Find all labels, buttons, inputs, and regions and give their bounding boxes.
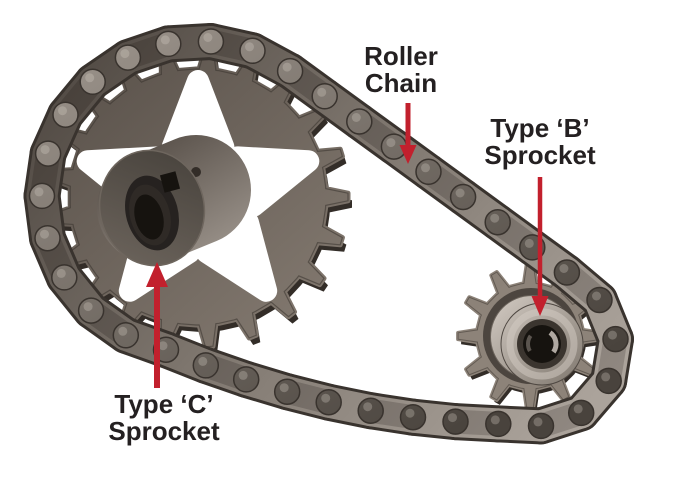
chain-pin-highlight (592, 291, 601, 301)
type-b-hub-polish-ring (506, 308, 578, 380)
type-b-hub (483, 288, 584, 386)
chain-pin-highlight (160, 35, 170, 45)
chain-pin-highlight (83, 302, 93, 312)
chain-pin-highlight (238, 370, 248, 380)
chain-pin (239, 37, 266, 65)
chain-pin (28, 182, 56, 210)
keyway (159, 171, 181, 193)
chain-pin-highlight (40, 229, 49, 239)
chain-pin (192, 352, 220, 379)
chain-pin (197, 28, 225, 55)
chain-pin (52, 101, 79, 128)
roller-chain (23, 23, 634, 445)
chain-pin (399, 403, 427, 431)
chain-pin-highlight (203, 33, 213, 42)
arrow-type-b-head (531, 296, 549, 316)
type-b-bore-highlight (525, 327, 559, 361)
annotation-arrows (146, 103, 549, 388)
chain-pin-highlight (282, 62, 292, 72)
chain-pin-highlight (317, 87, 327, 97)
chain-pin (79, 68, 106, 96)
chain-pin (315, 388, 342, 416)
type-c-bore-depth (134, 194, 164, 240)
chain-pin (442, 408, 469, 435)
arrow-roller-chain-head (399, 145, 417, 164)
chain-pin-highlight (405, 408, 415, 418)
chain-pin-highlight (601, 372, 611, 382)
chain-pin (273, 378, 301, 405)
chain-pin-highlight (321, 393, 331, 403)
label-type-c-sprocket: Type ‘C’ Sprocket (108, 391, 219, 445)
chain-pin (415, 158, 442, 186)
chain-pin (112, 322, 140, 349)
type-b-bore-reflection (526, 328, 558, 360)
label-roller-chain-line2: Chain (364, 68, 438, 98)
label-roller-chain-line1: Roller (364, 41, 438, 71)
arrow-type-c (146, 262, 168, 388)
chain-pin (595, 367, 622, 395)
label-type-c-line1: Type ‘C’ (114, 389, 214, 419)
chain-pin (485, 410, 512, 438)
chain-pin (484, 208, 511, 236)
chain-pin-highlight (455, 188, 465, 198)
chain-pin (276, 57, 304, 85)
chain-pin-highlight (34, 187, 44, 197)
chain-pin-highlight (118, 326, 128, 336)
chain-pin-highlight (386, 138, 396, 148)
chain-pin-highlight (158, 341, 168, 351)
spoke-window (195, 211, 278, 302)
label-type-b-line1: Type ‘B’ (490, 113, 590, 143)
arrow-type-b (531, 177, 549, 316)
label-type-b-line2: Sprocket (484, 140, 596, 170)
chain-pin (567, 399, 595, 427)
chain-pin-highlight (490, 213, 500, 223)
arrow-type-c-head (146, 262, 168, 287)
machinery (23, 23, 634, 445)
chain-pin (114, 44, 142, 71)
chain-pin-highlight (58, 106, 67, 116)
chain-pin (449, 183, 477, 211)
label-type-c-line2: Sprocket (108, 416, 220, 446)
chain-pin-highlight (559, 264, 569, 273)
chain-pin (77, 297, 105, 324)
label-type-b-sprocket: Type ‘B’ Sprocket (484, 115, 595, 169)
chain-pin (527, 412, 555, 440)
chain-pin-highlight (245, 42, 254, 52)
label-roller-chain: Roller Chain (364, 43, 438, 97)
chain-pin-highlight (524, 238, 534, 248)
chain-pin-highlight (85, 73, 95, 83)
chain-pin (311, 83, 338, 110)
chain-pin (553, 259, 581, 286)
chain-pin-highlight (421, 163, 430, 173)
chain-pin (51, 264, 78, 291)
chain-pin (155, 30, 182, 58)
chain-pin-highlight (351, 113, 361, 122)
chain-pin-highlight (120, 49, 130, 59)
type-c-hub (97, 135, 251, 267)
arrow-roller-chain (399, 103, 417, 164)
chain-pin-highlight (573, 404, 583, 414)
chain-pin (34, 140, 62, 167)
chain-pin (232, 366, 260, 393)
chain-pin-highlight (363, 402, 373, 412)
chain-pin (602, 325, 629, 353)
chain-pin (586, 286, 613, 314)
chain-pin (346, 108, 373, 135)
chain-pin-highlight (608, 330, 617, 340)
chain-pin (34, 224, 61, 252)
chain-pin-highlight (448, 413, 457, 423)
chain-pin-highlight (198, 356, 208, 366)
chain-pin-highlight (279, 383, 289, 393)
chain-pins (28, 28, 629, 440)
chain-pin-highlight (40, 145, 50, 155)
chain-pin-highlight (56, 268, 66, 278)
chain-pin-highlight (533, 417, 543, 427)
chain-pin-highlight (490, 415, 500, 425)
chain-pin (357, 397, 384, 424)
